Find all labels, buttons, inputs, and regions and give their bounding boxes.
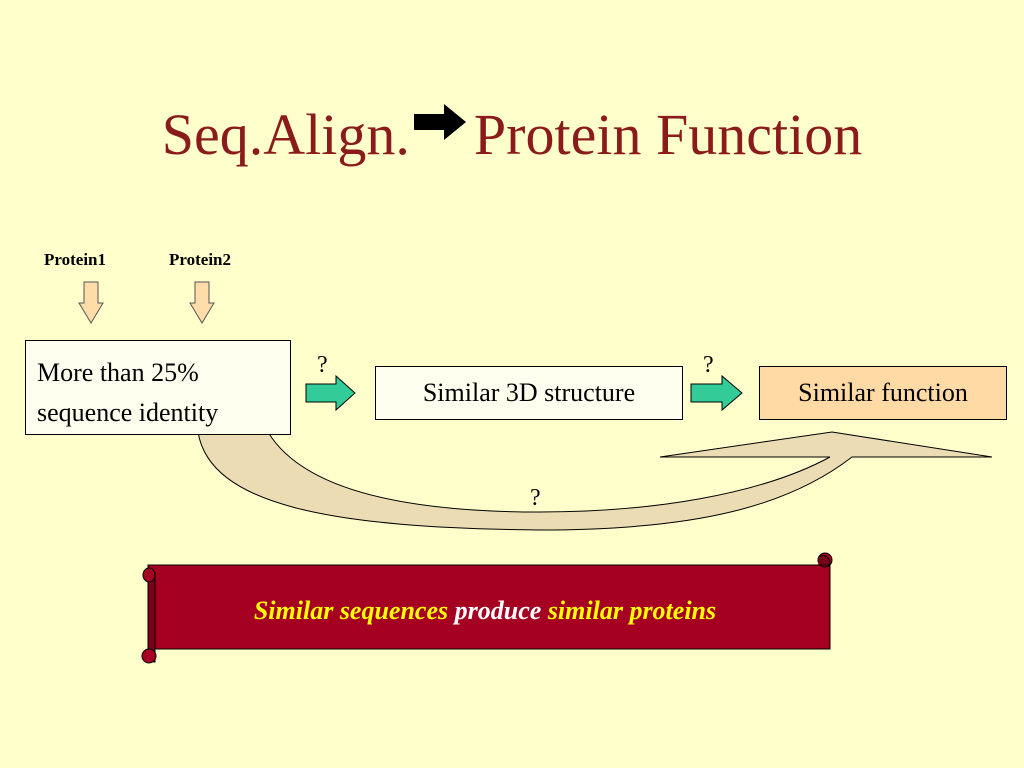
identity-line-2: sequence identity xyxy=(37,398,219,427)
banner-text: Similar sequences produce similar protei… xyxy=(155,596,815,626)
question-mark-1: ? xyxy=(317,352,328,378)
protein1-label: Protein1 xyxy=(44,250,107,269)
banner-part-2: produce xyxy=(454,596,542,625)
title-left: Seq.Align. xyxy=(161,102,410,167)
page-title: Seq.Align. Protein Function xyxy=(0,100,1024,170)
scroll-banner xyxy=(141,552,833,664)
banner-part-1: Similar sequences xyxy=(253,596,449,625)
banner-part-3: similar proteins xyxy=(547,596,717,625)
structure-box: Similar 3D structure xyxy=(375,366,683,420)
green-arrow-icon xyxy=(305,374,356,412)
right-arrow-icon xyxy=(413,104,466,140)
function-box: Similar function xyxy=(759,366,1007,420)
title-right: Protein Function xyxy=(473,102,863,167)
curved-arrow xyxy=(197,431,993,531)
identity-line-1: More than 25% xyxy=(37,358,199,387)
down-arrow-icon xyxy=(189,281,215,324)
down-arrow-icon xyxy=(78,281,104,324)
protein2-label: Protein2 xyxy=(169,250,232,269)
green-arrow-icon xyxy=(690,374,743,412)
question-mark-2: ? xyxy=(703,352,714,378)
sequence-identity-box: More than 25% sequence identity xyxy=(25,340,291,435)
question-mark-3: ? xyxy=(530,485,541,511)
